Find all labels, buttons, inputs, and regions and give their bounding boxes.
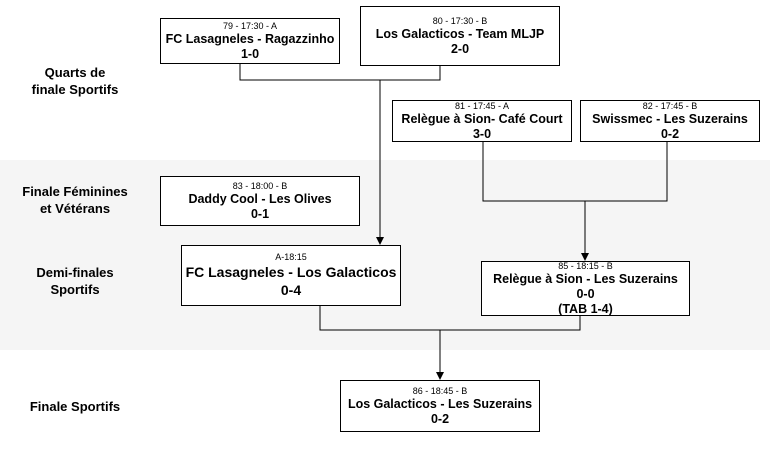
match-sf-a-teams: FC Lasagneles - Los Galacticos (185, 264, 397, 280)
connector-qf-top (239, 64, 441, 81)
row-label-quarts: Quarts de finale Sportifs (0, 64, 150, 98)
match-83-box[interactable]: 83 - 18:00 - B Daddy Cool - Les Olives 0… (160, 176, 360, 226)
match-82-teams: Swissmec - Les Suzerains (592, 111, 748, 126)
match-81-score: 3-0 (472, 126, 492, 141)
row-label-demi-text: Demi-finales Sportifs (36, 265, 114, 297)
match-86-teams: Los Galacticos - Les Suzerains (347, 396, 533, 411)
match-82-meta: 82 - 17:45 - B (642, 100, 698, 111)
match-81-box[interactable]: 81 - 17:45 - A Relègue à Sion- Café Cour… (392, 100, 572, 142)
match-81-meta: 81 - 17:45 - A (454, 100, 510, 111)
match-82-box[interactable]: 82 - 17:45 - B Swissmec - Les Suzerains … (580, 100, 760, 142)
match-80-box[interactable]: 80 - 17:30 - B Los Galacticos - Team MLJ… (360, 6, 560, 66)
match-83-score: 0-1 (250, 206, 270, 221)
row-label-quarts-text: Quarts de finale Sportifs (31, 65, 119, 97)
match-86-score: 0-2 (430, 411, 450, 426)
match-sf-a-box[interactable]: A-18:15 FC Lasagneles - Los Galacticos 0… (181, 245, 401, 306)
match-80-meta: 80 - 17:30 - B (432, 15, 488, 26)
row-label-feminines-text: Finale Féminines et Vétérans (22, 184, 128, 216)
match-83-teams: Daddy Cool - Les Olives (188, 191, 332, 206)
match-79-box[interactable]: 79 - 17:30 - A FC Lasagneles - Ragazzinh… (160, 18, 340, 64)
row-label-finale-text: Finale Sportifs (29, 399, 121, 414)
band-feminines (0, 160, 770, 240)
match-85-score: 0-0 (576, 286, 595, 301)
match-85-teams: Relègue à Sion - Les Suzerains (493, 271, 678, 286)
row-label-feminines: Finale Féminines et Vétérans (0, 183, 150, 217)
match-79-teams: FC Lasagneles - Ragazzinho (165, 31, 335, 46)
match-82-score: 0-2 (660, 126, 680, 141)
match-79-score: 1-0 (240, 46, 260, 61)
match-sf-a-score: 0-4 (280, 282, 302, 298)
match-85-box[interactable]: 85 - 18:15 - B Relègue à Sion - Les Suze… (481, 261, 690, 316)
row-label-demi: Demi-finales Sportifs (0, 264, 150, 298)
match-83-meta: 83 - 18:00 - B (232, 180, 288, 191)
match-80-teams: Los Galacticos - Team MLJP (375, 26, 545, 41)
match-79-meta: 79 - 17:30 - A (222, 20, 278, 31)
connector-sf (319, 306, 581, 331)
match-86-meta: 86 - 18:45 - B (412, 385, 468, 396)
match-85-meta: 85 - 18:15 - B (558, 260, 613, 271)
row-label-finale: Finale Sportifs (0, 398, 150, 415)
match-81-teams: Relègue à Sion- Café Court (401, 111, 563, 126)
match-sf-a-meta: A-18:15 (275, 252, 307, 262)
connector-qf-bottom (482, 142, 668, 202)
match-85-note: (TAB 1-4) (558, 301, 613, 316)
match-80-score: 2-0 (450, 41, 470, 56)
match-86-box[interactable]: 86 - 18:45 - B Los Galacticos - Les Suze… (340, 380, 540, 432)
